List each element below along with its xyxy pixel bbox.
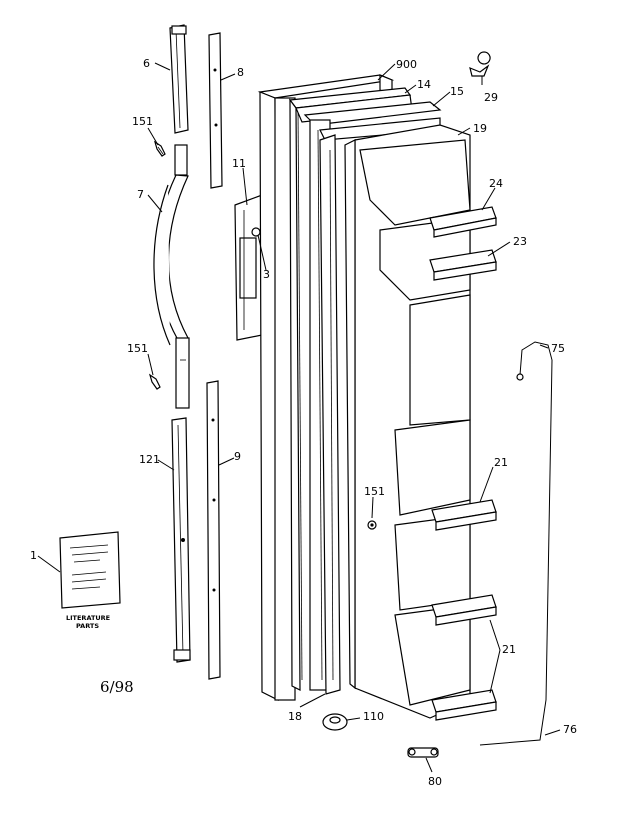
part-151-screw-upper xyxy=(153,140,166,157)
callout-29: 29 xyxy=(484,91,498,104)
callout-151-upper: 151 xyxy=(132,115,153,128)
part-24-bin xyxy=(429,206,497,238)
part-21-bin-1 xyxy=(431,499,497,531)
part-23-bin xyxy=(429,249,497,281)
callout-14: 14 xyxy=(417,78,431,91)
callout-151-liner: 151 xyxy=(364,485,385,498)
part-121-lower-trim xyxy=(171,417,191,663)
callout-19: 19 xyxy=(473,122,487,135)
callout-900: 900 xyxy=(396,58,417,71)
callout-18: 18 xyxy=(288,710,302,723)
callout-76: 76 xyxy=(563,723,577,736)
callout-151-lower: 151 xyxy=(127,342,148,355)
part-151-screw-lower xyxy=(148,373,161,390)
callout-121: 121 xyxy=(139,453,160,466)
callout-11: 11 xyxy=(232,157,246,170)
part-80-connector xyxy=(407,747,439,758)
part-900-door-outer xyxy=(257,74,395,701)
callout-110: 110 xyxy=(363,710,384,723)
callout-23: 23 xyxy=(513,235,527,248)
part-9-trim-strip xyxy=(206,380,221,680)
part-21-bin-3 xyxy=(431,689,497,721)
literature-label-line2: PARTS xyxy=(76,622,99,630)
part-11-bracket xyxy=(234,194,263,341)
literature-label-line1: LITERATURE xyxy=(66,614,110,622)
callout-1: 1 xyxy=(30,549,37,562)
part-75-76-wire xyxy=(479,341,553,746)
part-7-handle xyxy=(153,144,190,409)
part-1-literature-card: LITERATURE PARTS xyxy=(59,531,121,630)
callout-24: 24 xyxy=(489,177,503,190)
part-29-clip xyxy=(469,51,491,77)
part-21-bin-2 xyxy=(431,594,497,626)
part-6-upper-trim xyxy=(169,24,189,134)
callout-15: 15 xyxy=(450,85,464,98)
callout-80: 80 xyxy=(428,775,442,788)
callout-21-lower: 21 xyxy=(502,643,516,656)
callout-9: 9 xyxy=(234,450,241,463)
callout-21-upper: 21 xyxy=(494,456,508,469)
part-8-trim-strip xyxy=(208,32,223,189)
date-code: 6/98 xyxy=(100,678,134,696)
callout-8: 8 xyxy=(237,66,244,79)
callout-6: 6 xyxy=(143,57,150,70)
part-18-breaker-strip xyxy=(319,134,341,695)
part-151-screw-liner xyxy=(367,520,377,530)
callout-7: 7 xyxy=(137,188,144,201)
part-110-cap xyxy=(322,713,348,731)
callout-3: 3 xyxy=(263,268,270,281)
callout-75: 75 xyxy=(551,342,565,355)
leader-lines xyxy=(37,62,561,773)
callout-labels: 6 8 151 7 11 3 151 121 9 1 900 14 15 29 … xyxy=(30,57,577,788)
